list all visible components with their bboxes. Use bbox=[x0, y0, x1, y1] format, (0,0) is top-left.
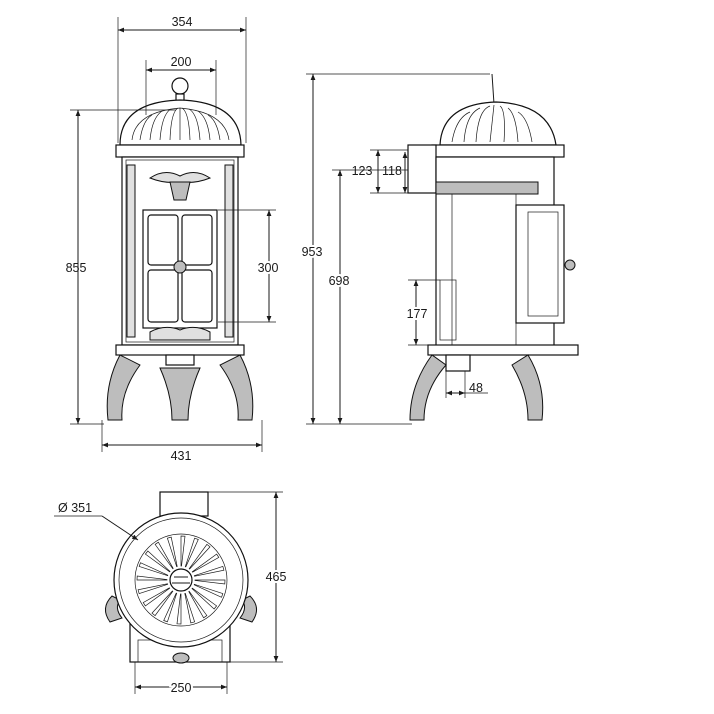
dim-base-width: 431 bbox=[101, 420, 263, 463]
dome-radial-ribs bbox=[136, 535, 226, 625]
dome-rib bbox=[136, 575, 168, 581]
dim-height-outlet: 698 bbox=[327, 169, 408, 424]
dim-air-inlet-height-label: 177 bbox=[407, 307, 428, 321]
dim-width-dome-label: 200 bbox=[171, 55, 192, 69]
dim-diameter-label: Ø 351 bbox=[58, 501, 92, 515]
dim-base-depth-label: 250 bbox=[171, 681, 192, 695]
dome-rib bbox=[151, 590, 174, 617]
dome-rib bbox=[144, 550, 171, 573]
front-view: 354 200 855 300 431 bbox=[66, 15, 281, 463]
dome-rib bbox=[180, 535, 186, 567]
dome-rib bbox=[184, 592, 196, 624]
dome-rib bbox=[184, 537, 199, 568]
dome-rib bbox=[193, 583, 224, 598]
dim-width-top: 354 bbox=[117, 15, 247, 143]
dim-depth-label: 465 bbox=[266, 570, 287, 584]
dim-flue-offset-b: 118 bbox=[382, 152, 408, 193]
dim-height-overall: 953 bbox=[300, 73, 490, 425]
dome-rib bbox=[176, 593, 182, 625]
dim-flue-offset-a-label: 123 bbox=[352, 164, 373, 178]
dome-rib bbox=[188, 543, 211, 570]
dim-door-height-label: 300 bbox=[258, 261, 279, 275]
dome-rib bbox=[188, 590, 208, 619]
dome-rib bbox=[191, 587, 218, 610]
dome-rib bbox=[154, 541, 174, 570]
dome-rib bbox=[163, 592, 178, 623]
front-stove-body bbox=[106, 77, 254, 421]
dome-rib bbox=[138, 562, 169, 577]
dim-air-inlet-height: 177 bbox=[405, 279, 440, 346]
top-stove-body bbox=[105, 491, 257, 664]
dim-base-width-label: 431 bbox=[171, 449, 192, 463]
dim-width-top-label: 354 bbox=[172, 15, 193, 29]
dome-rib bbox=[194, 579, 226, 585]
dim-air-inlet-width: 48 bbox=[445, 371, 488, 398]
dim-door-height: 300 bbox=[218, 209, 280, 323]
dome-rib bbox=[193, 565, 225, 577]
dim-height-total-label: 855 bbox=[66, 261, 87, 275]
dome-rib bbox=[191, 553, 220, 573]
dim-depth: 465 bbox=[208, 491, 288, 663]
dim-diameter: Ø 351 bbox=[54, 501, 139, 541]
side-view: 953 698 123 118 177 bbox=[300, 73, 579, 425]
side-stove-body bbox=[407, 73, 579, 421]
dim-flue-offset-b-label: 118 bbox=[382, 164, 402, 178]
dome-rib bbox=[142, 587, 171, 607]
dim-flue-offset-a: 123 bbox=[352, 149, 408, 194]
dim-air-inlet-width-label: 48 bbox=[469, 381, 483, 395]
dim-height-total: 855 bbox=[66, 109, 176, 425]
top-view: Ø 351 465 250 bbox=[54, 491, 288, 697]
dome-rib bbox=[166, 536, 178, 568]
dim-width-dome: 200 bbox=[145, 55, 217, 115]
dome-rib bbox=[137, 583, 169, 595]
dim-base-depth: 250 bbox=[134, 662, 228, 697]
dim-height-overall-label: 953 bbox=[302, 245, 323, 259]
dim-height-outlet-label: 698 bbox=[329, 274, 350, 288]
